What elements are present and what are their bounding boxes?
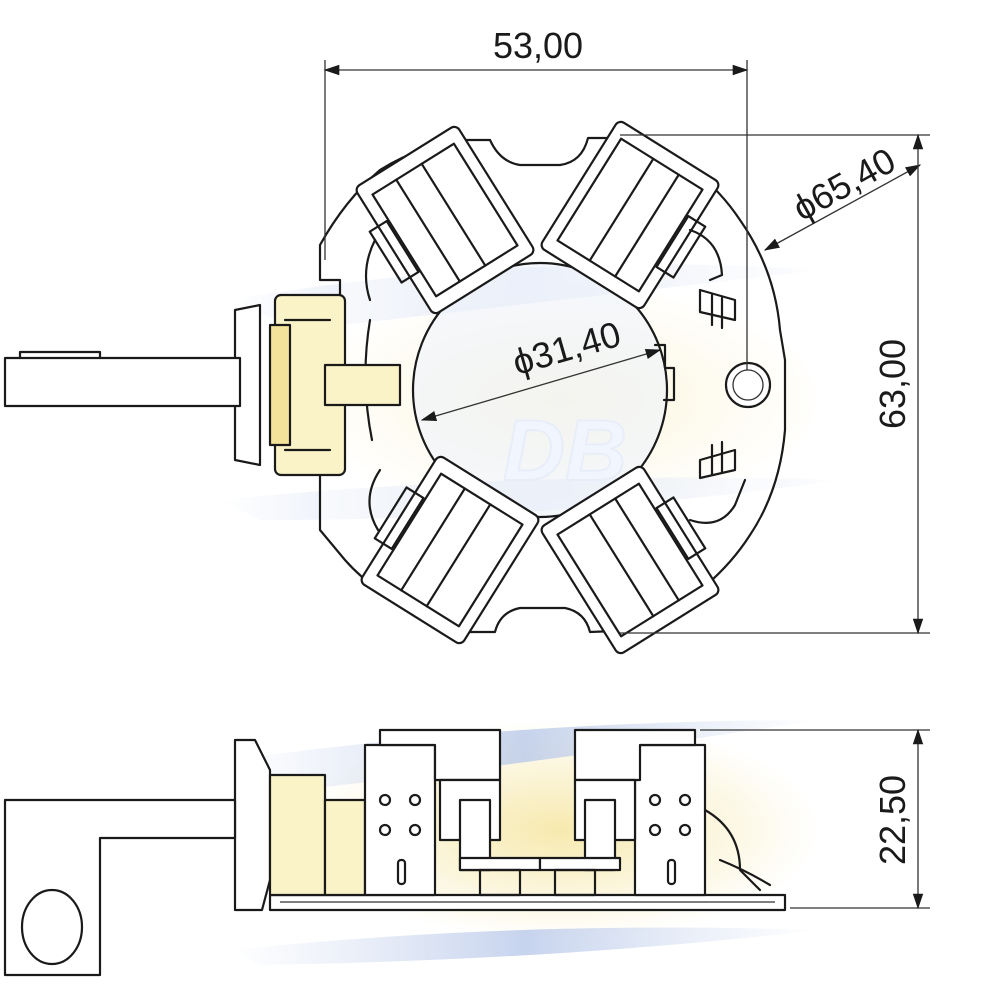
bore-notch bbox=[653, 343, 676, 402]
height-side-label: 22,50 bbox=[872, 775, 913, 865]
side-brush-holder-right bbox=[538, 728, 772, 897]
dimension-height-right: 63,00 bbox=[620, 133, 930, 635]
outer-diameter-label: ϕ65,40 bbox=[786, 139, 902, 228]
dimension-height-side: 22,50 bbox=[700, 728, 930, 910]
spring-clips-right bbox=[688, 228, 747, 524]
top-view bbox=[3, 120, 787, 655]
side-brush-holder-left bbox=[363, 728, 542, 897]
brush-box-bottom-right bbox=[540, 465, 720, 655]
dimension-width-label: 53,00 bbox=[493, 25, 583, 66]
side-view bbox=[3, 728, 787, 977]
height-right-label: 63,00 bbox=[872, 339, 913, 429]
brush-box-bottom-left bbox=[360, 455, 540, 645]
mounting-hole-inner bbox=[732, 369, 764, 401]
watermark-blue-swoosh-bottom-lower bbox=[230, 927, 820, 965]
brush-box-top-left bbox=[355, 125, 535, 315]
terminal-lead bbox=[3, 350, 242, 408]
side-terminal bbox=[3, 738, 367, 977]
dimension-outer-diameter: ϕ65,40 bbox=[763, 139, 922, 251]
brush-box-top-right bbox=[540, 120, 720, 310]
dimension-width-top: 53,00 bbox=[323, 25, 749, 370]
terminal-connector bbox=[233, 293, 402, 477]
